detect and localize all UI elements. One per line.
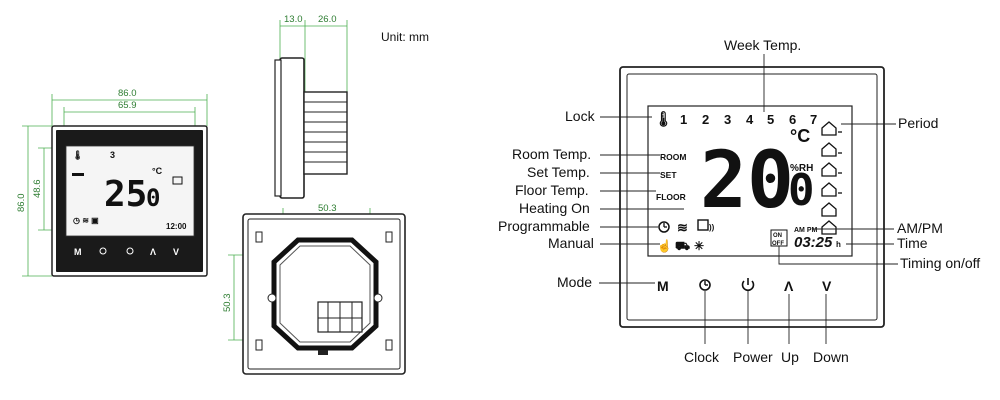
down-button[interactable]: V <box>822 278 832 294</box>
dim-box-width: 50.3 <box>318 203 337 214</box>
callout-am-pm: AM/PM <box>897 220 943 236</box>
dim-height: 86.0 <box>16 194 27 213</box>
period-icons <box>821 121 842 235</box>
callout-power: Power <box>733 349 773 365</box>
set-label: SET <box>660 170 677 180</box>
dim-screen-height: 48.6 <box>32 180 43 199</box>
callout-week-temp: Week Temp. <box>724 37 801 53</box>
callout-lock: Lock <box>565 108 596 124</box>
timing-off: OFF <box>772 241 784 247</box>
callout-room-temp: Room Temp. <box>512 146 591 162</box>
day-digit: 2 <box>702 112 709 127</box>
clock-button[interactable] <box>699 279 711 291</box>
small-lcd <box>65 145 195 237</box>
small-time: 12:00 <box>166 222 187 231</box>
dim-depth-front: 13.0 <box>284 14 303 25</box>
callout-manual: Manual <box>548 235 594 251</box>
leader-lines <box>599 54 898 344</box>
ampm-label: AM PM <box>794 227 818 234</box>
dim-depth-back: 26.0 <box>318 14 337 25</box>
callout-heating-on: Heating On <box>519 200 590 216</box>
snow-icon: ✳ <box>694 239 704 253</box>
unit-note: Unit: mm <box>381 30 429 44</box>
small-temp: 25 <box>104 174 147 215</box>
small-day-digit: 3 <box>110 150 115 160</box>
day-digit: 5 <box>767 112 774 127</box>
time-display: 03:25 <box>794 234 833 251</box>
small-front-view: 86.0 65.9 86.0 48.6 🌡 3 25 0 °C ◷ ≋ ▣ 12… <box>16 88 208 277</box>
timing-on: ON <box>773 233 782 239</box>
small-icons-row: ◷ ≋ ▣ <box>73 216 99 225</box>
holiday-icon: ⛟ <box>675 239 690 253</box>
dim-screen-width: 65.9 <box>118 100 137 111</box>
large-temp: 20 <box>700 136 794 226</box>
day-digit: 7 <box>810 112 817 127</box>
power-button[interactable] <box>741 278 755 292</box>
day-digit: 3 <box>724 112 731 127</box>
time-suffix: h <box>836 240 841 249</box>
heating-icon: ≋ <box>677 220 688 235</box>
callout-up: Up <box>781 349 799 365</box>
small-down-button[interactable]: V <box>173 247 179 257</box>
clock-mode-icon <box>658 221 670 233</box>
large-unit: °C <box>790 126 810 146</box>
large-temp-dec: 0 <box>788 165 815 216</box>
day-digit: 6 <box>789 112 796 127</box>
callout-time: Time <box>897 235 928 251</box>
wave-icon: )) <box>709 223 715 232</box>
callout-clock: Clock <box>684 349 720 365</box>
small-mode-button[interactable]: M <box>74 247 82 257</box>
small-lock-icon: 🌡 <box>72 150 83 160</box>
callout-floor-temp: Floor Temp. <box>515 182 589 198</box>
callout-set-temp: Set Temp. <box>527 164 590 180</box>
dim-box-height: 50.3 <box>222 294 233 313</box>
small-unit: °C <box>152 166 163 176</box>
callout-down: Down <box>813 349 849 365</box>
manual-icon: ☝ <box>657 238 672 253</box>
callout-mode: Mode <box>557 274 592 290</box>
up-button[interactable]: Λ <box>784 278 794 294</box>
callout-programmable: Programmable <box>498 218 590 234</box>
lock-icon: 🌡 <box>654 110 673 128</box>
mode-button[interactable]: M <box>657 278 669 294</box>
programmable-icon <box>697 219 709 231</box>
floor-label: FLOOR <box>656 192 686 202</box>
small-up-button[interactable]: Λ <box>150 247 156 257</box>
large-lcd <box>647 105 853 257</box>
callout-period: Period <box>898 115 938 131</box>
rh-label: %RH <box>790 163 813 174</box>
callout-timing: Timing on/off <box>900 255 980 271</box>
day-digit: 1 <box>680 112 687 127</box>
small-temp-dec: 0 <box>146 184 160 212</box>
dim-width: 86.0 <box>118 88 137 99</box>
day-digit: 4 <box>746 112 754 127</box>
side-view: 13.0 26.0 <box>274 14 348 199</box>
back-view: 50.3 50.3 <box>222 203 406 375</box>
room-label: ROOM <box>660 152 686 162</box>
